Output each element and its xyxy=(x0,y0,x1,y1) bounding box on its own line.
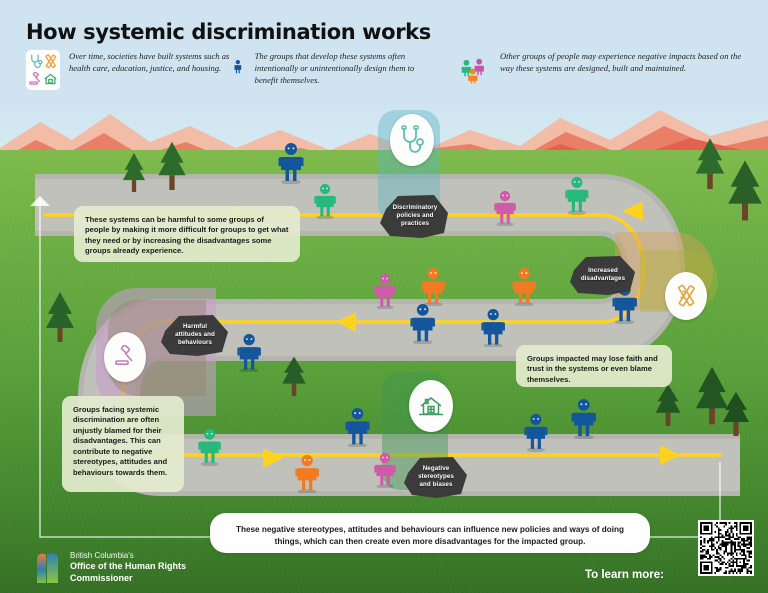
gavel-icon-circle xyxy=(104,332,146,382)
footer: British Columbia's Office of the Human R… xyxy=(0,520,768,593)
header-text-impacted: Other groups of people may experience ne… xyxy=(499,51,742,74)
org-line-1: British Columbia's xyxy=(70,550,134,560)
stethoscope-icon xyxy=(401,125,424,153)
person-figure xyxy=(313,183,337,220)
pencil-ruler-icon xyxy=(678,284,695,307)
person-figure xyxy=(373,273,397,310)
systems-icon-grid xyxy=(26,50,60,90)
callout-harmful-systems: These systems can be harmful to some gro… xyxy=(74,206,300,262)
page-title: How systemic discrimination works xyxy=(26,20,431,44)
gavel-icon xyxy=(28,70,43,88)
person-figure xyxy=(197,428,222,467)
header: How systemic discrimination works xyxy=(0,0,768,108)
stethoscope-icon-circle xyxy=(390,114,434,166)
magenta-person-icon xyxy=(474,58,484,76)
house-icon xyxy=(419,397,443,416)
stethoscope-icon xyxy=(28,52,43,70)
header-block-impacted: Other groups of people may experience ne… xyxy=(460,50,750,92)
person-figure xyxy=(480,308,506,349)
qr-code[interactable] xyxy=(698,520,754,576)
header-block-designers: The groups that develop these systems of… xyxy=(233,50,438,87)
single-blue-person-icon xyxy=(234,60,242,74)
person-figure xyxy=(277,142,305,185)
orange-person-icon xyxy=(468,68,478,84)
person-figure xyxy=(493,190,517,227)
qr-code-image xyxy=(700,522,752,574)
house-icon xyxy=(43,70,58,88)
callout-lose-faith: Groups impacted may lose faith and trust… xyxy=(516,345,672,387)
gavel-icon xyxy=(115,345,133,366)
person-figure xyxy=(523,413,549,453)
person-figure xyxy=(420,267,446,308)
green-person-icon xyxy=(461,59,472,77)
org-line-2: Office of the Human Rights xyxy=(70,561,187,572)
house-icon-circle xyxy=(409,380,453,432)
person-figure xyxy=(409,303,436,345)
person-figure xyxy=(564,176,590,216)
person-figure xyxy=(344,407,371,448)
header-block-systems: Over time, societies have built systems … xyxy=(26,50,236,90)
person-figure xyxy=(373,452,397,489)
logo-mark-icon xyxy=(37,552,58,583)
header-text-systems: Over time, societies have built systems … xyxy=(69,51,230,74)
person-figure xyxy=(511,267,537,308)
bc-ohrc-logo[interactable]: British Columbia's Office of the Human R… xyxy=(36,551,186,585)
callout-unjustly-blamed: Groups facing systemic discrimination ar… xyxy=(62,396,184,492)
person-figure xyxy=(236,333,262,374)
pencil-ruler-icon-circle xyxy=(665,272,707,320)
header-text-designers: The groups that develop these systems of… xyxy=(254,51,415,86)
org-line-3: Commissioner xyxy=(70,573,133,584)
person-figure xyxy=(570,398,597,440)
person-figure xyxy=(294,454,320,495)
callout-new-policies: These negative stereotypes, attitudes an… xyxy=(210,513,650,553)
pencil-ruler-icon xyxy=(43,52,58,70)
three-coloured-people-icon xyxy=(461,58,484,84)
learn-more-label: To learn more: xyxy=(584,569,664,581)
